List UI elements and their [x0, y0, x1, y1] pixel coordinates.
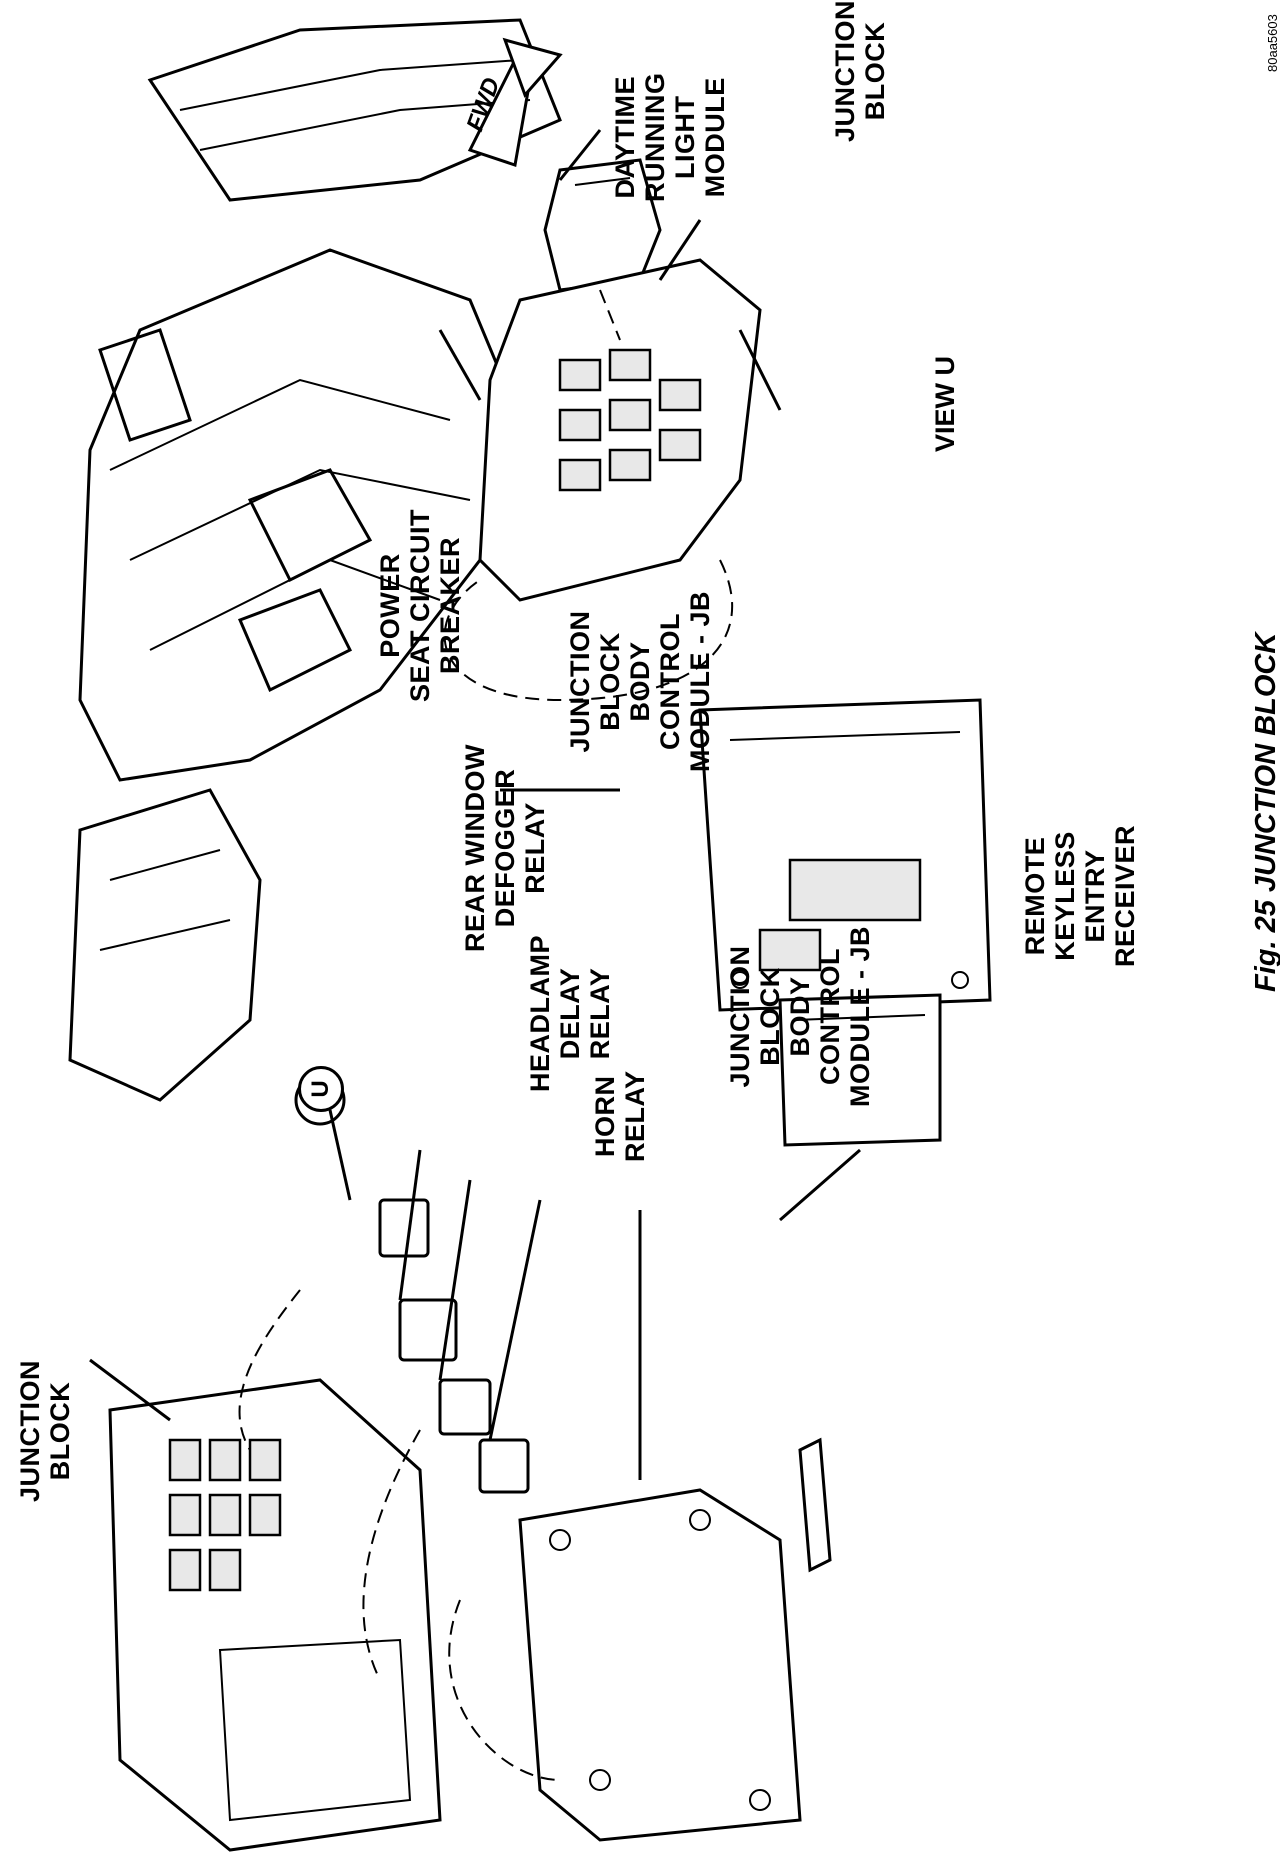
junction-block-main-part: [108, 1378, 442, 1852]
view-u-callout: U: [298, 1066, 344, 1112]
junction-block-view-u-part: [438, 258, 782, 702]
view-u-callout-letter: U: [307, 1080, 334, 1098]
label-junction-block-left: JUNCTION BLOCK: [15, 1359, 75, 1502]
label-junction-block-top: JUNCTION BLOCK: [830, 0, 890, 142]
label-horn-relay: HORN RELAY: [590, 1070, 650, 1162]
label-jb-body-control-module-bottom: JUNCTION BLOCK BODY CONTROL MODULE - JB: [725, 926, 875, 1107]
remote-keyless-entry-receiver-part: [778, 993, 942, 1147]
bcm-plate-part: [518, 1437, 832, 1842]
label-daytime-running-light-module: DAYTIME RUNNING LIGHT MODULE: [610, 72, 730, 203]
view-u-label: VIEW U: [930, 355, 960, 452]
label-rear-window-defogger-relay: REAR WINDOW DEFOGGER RELAY: [460, 744, 550, 952]
bcm-upright-part: [698, 698, 992, 1012]
relays-part: [378, 1198, 530, 1494]
label-headlamp-delay-relay: HEADLAMP DELAY RELAY: [525, 935, 615, 1092]
figure-caption: Fig. 25 JUNCTION BLOCK: [1250, 632, 1280, 992]
label-power-seat-circuit-breaker: POWER SEAT CIRCUIT BREAKER: [375, 509, 465, 702]
label-jb-body-control-module-center: JUNCTION BLOCK BODY CONTROL MODULE - JB: [565, 591, 715, 772]
leader-arrows: [89, 129, 861, 1781]
image-code: 80aa5603: [1265, 14, 1280, 72]
fwd-arrow: [467, 37, 563, 167]
label-remote-keyless-entry-receiver: REMOTE KEYLESS ENTRY RECEIVER: [1020, 824, 1140, 967]
fwd-label: FWD: [461, 74, 506, 135]
